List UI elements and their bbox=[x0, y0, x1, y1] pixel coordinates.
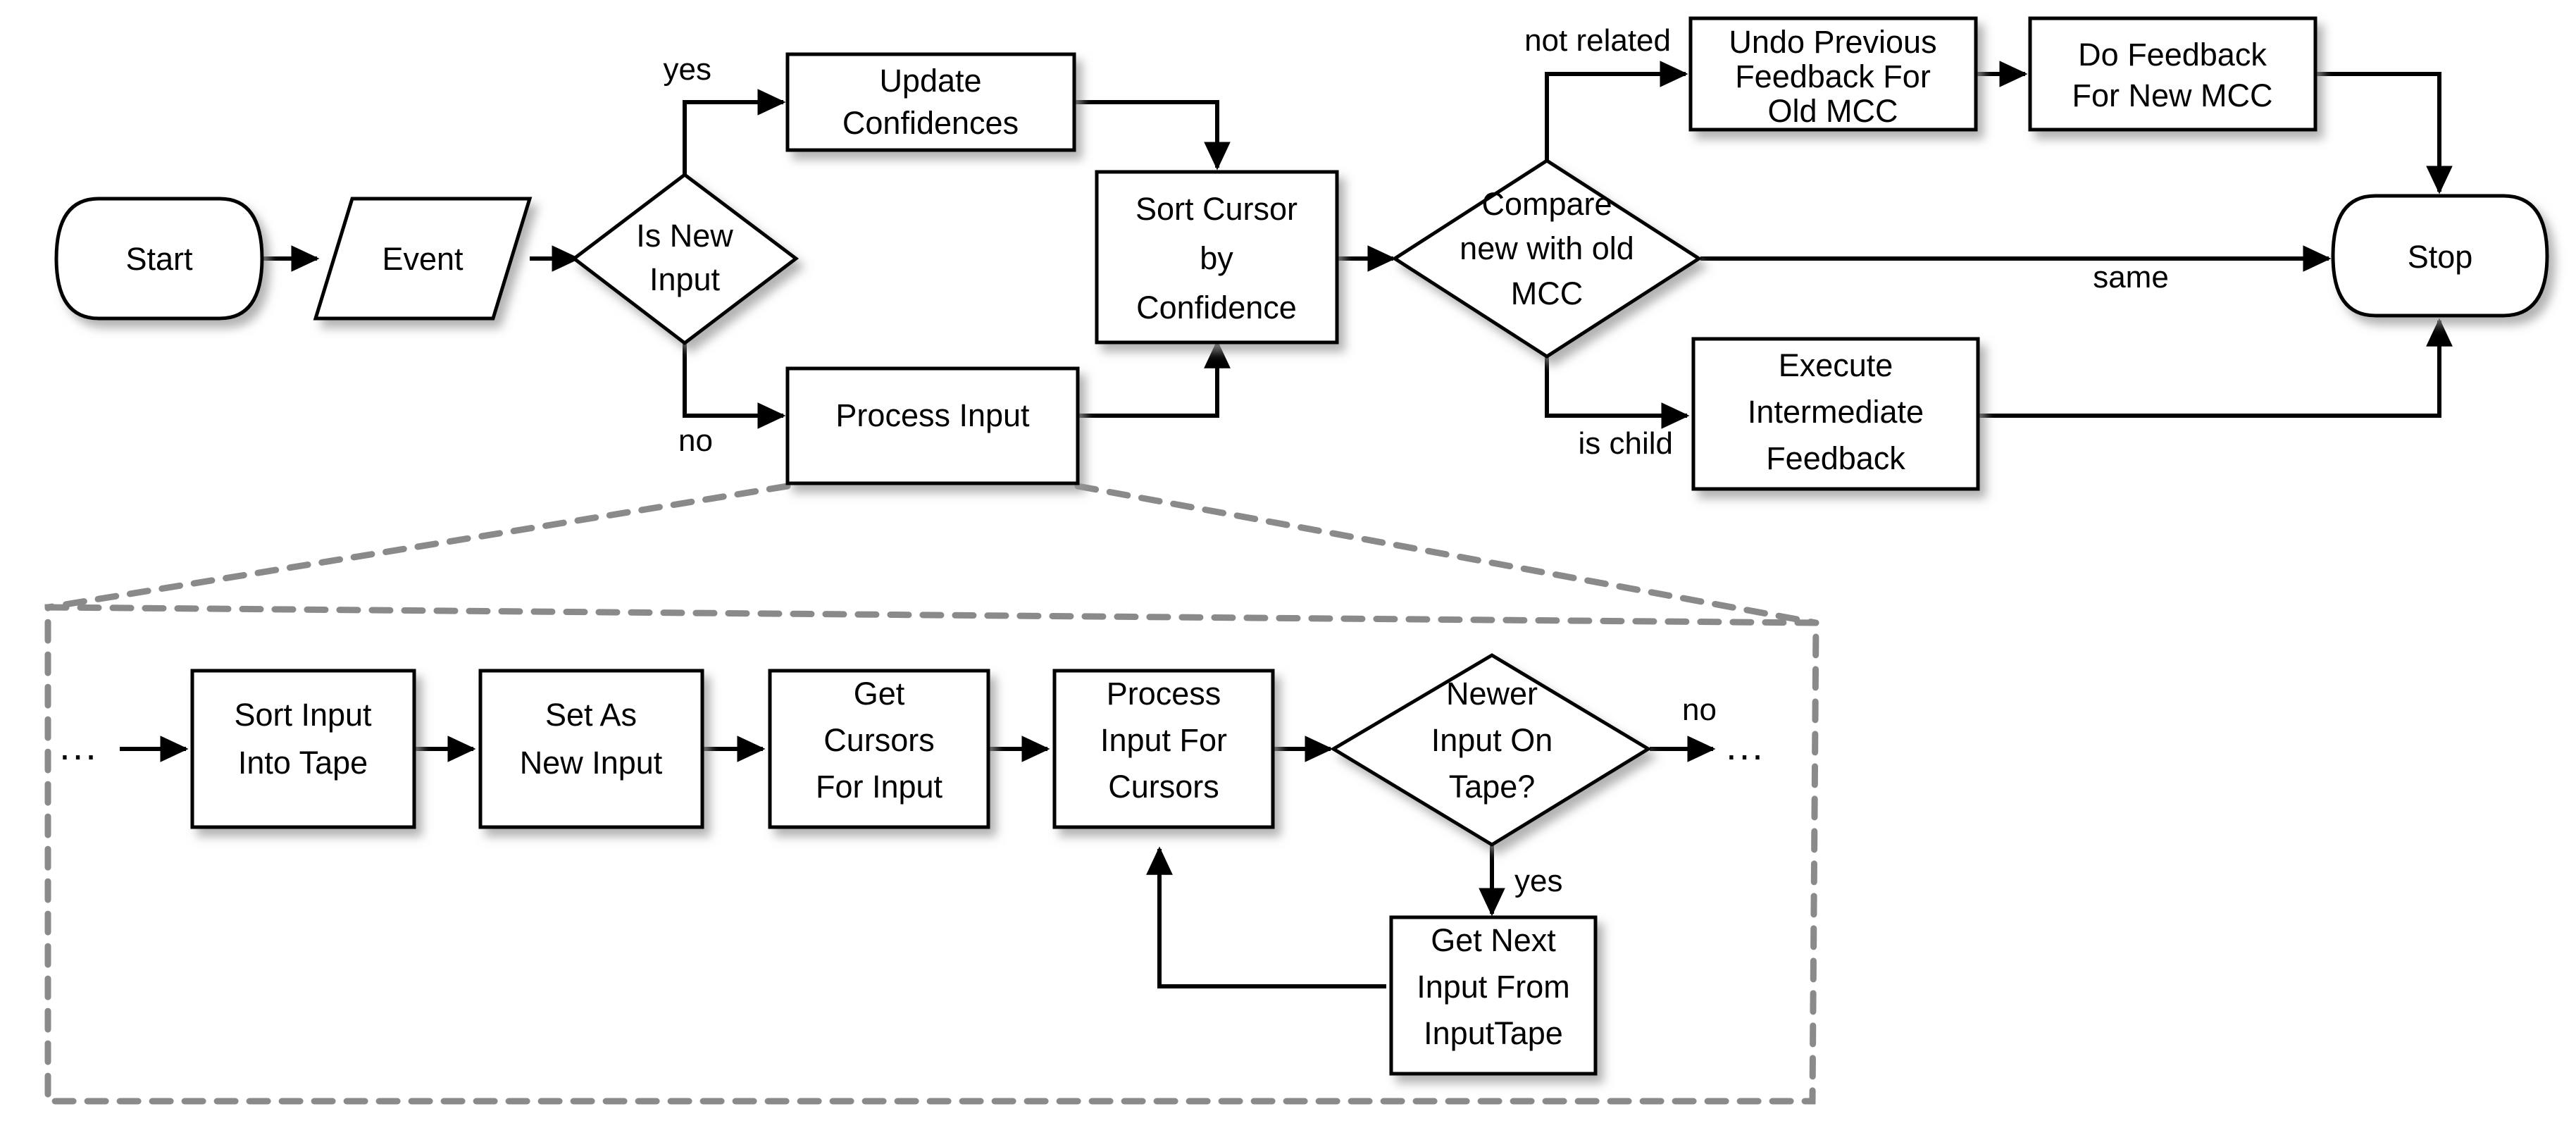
node-undo-previous-feedback-label-line-3: Old MCC bbox=[1767, 93, 1898, 129]
edge-label-not-related: not related bbox=[1524, 23, 1671, 58]
edge-update-confidences-to-sort-cursor bbox=[1074, 100, 1231, 170]
detail-panel-labels: ... ... no yes bbox=[59, 693, 1765, 898]
edge-execute-intermediate-to-stop bbox=[1978, 318, 2453, 418]
node-compare-mcc-label-line-2: new with old bbox=[1460, 230, 1634, 266]
node-get-cursors-for-input-label-line-1: Get bbox=[854, 676, 905, 712]
node-get-next-input-from-inputtape[interactable]: Get Next Input From InputTape bbox=[1389, 915, 1598, 1076]
node-is-new-input[interactable]: Is New Input bbox=[571, 172, 799, 346]
edge-compare-not-related bbox=[1545, 61, 1688, 172]
node-sort-cursor[interactable]: Sort Cursor by Confidence bbox=[1095, 170, 1339, 345]
node-sort-input-into-tape-label-line-2: Into Tape bbox=[238, 745, 368, 781]
node-update-confidences-label-line-1: Update bbox=[879, 63, 981, 99]
node-newer-input-on-tape-label-line-2: Input On bbox=[1431, 722, 1553, 758]
node-start[interactable]: Start bbox=[54, 197, 264, 321]
detail-panel-border bbox=[44, 604, 1819, 1105]
detail-exit-ellipsis: ... bbox=[1726, 724, 1765, 768]
node-get-cursors-for-input-label-line-3: For Input bbox=[816, 769, 943, 805]
node-process-input-for-cursors-label-line-2: Input For bbox=[1100, 722, 1227, 758]
node-compare-mcc-label-line-3: MCC bbox=[1511, 275, 1583, 311]
node-newer-input-on-tape-label-line-1: Newer bbox=[1446, 676, 1538, 712]
node-execute-intermediate-feedback-label-line-2: Intermediate bbox=[1748, 394, 1924, 430]
node-sort-cursor-label-line-3: Confidence bbox=[1136, 290, 1297, 325]
node-get-next-input-label-line-3: InputTape bbox=[1424, 1015, 1563, 1051]
node-process-input-label: Process Input bbox=[835, 397, 1030, 433]
detail-edge-label-yes: yes bbox=[1514, 864, 1562, 898]
node-stop[interactable]: Stop bbox=[2331, 194, 2549, 318]
edge-label-no: no bbox=[678, 423, 713, 458]
node-do-feedback-new-mcc-label-line-1: Do Feedback bbox=[2078, 37, 2267, 73]
edge-do-feedback-to-stop bbox=[2315, 72, 2453, 194]
main-flow-edge-labels: yes no not related same is child bbox=[664, 23, 2169, 461]
node-undo-previous-feedback[interactable]: Undo Previous Feedback For Old MCC bbox=[1688, 16, 1978, 132]
edge-process-input-to-sort-cursor bbox=[1078, 340, 1231, 418]
node-is-new-input-label-line-1: Is New bbox=[636, 218, 733, 254]
node-compare-mcc[interactable]: Compare new with old MCC bbox=[1391, 159, 1703, 359]
node-process-input-for-cursors-label-line-3: Cursors bbox=[1108, 769, 1219, 805]
node-process-input-for-cursors-label-line-1: Process bbox=[1107, 676, 1221, 712]
node-set-as-new-input-label-line-1: Set As bbox=[545, 697, 637, 733]
node-undo-previous-feedback-label-line-1: Undo Previous bbox=[1729, 24, 1936, 60]
edge-get-next-input-to-process-input-for-cursors bbox=[1146, 846, 1386, 988]
node-sort-cursor-label-line-1: Sort Cursor bbox=[1135, 191, 1298, 227]
edge-is-new-input-yes bbox=[683, 89, 786, 175]
node-update-confidences[interactable]: Update Confidences bbox=[785, 52, 1076, 152]
node-update-confidences-label-line-2: Confidences bbox=[842, 105, 1019, 141]
node-execute-intermediate-feedback[interactable]: Execute Intermediate Feedback bbox=[1691, 337, 1980, 491]
edge-label-is-child: is child bbox=[1579, 426, 1674, 461]
callout-line-right bbox=[1074, 483, 1819, 626]
node-sort-input-into-tape[interactable]: Sort Input Into Tape bbox=[190, 669, 416, 829]
node-newer-input-on-tape[interactable]: Newer Input On Tape? bbox=[1330, 653, 1652, 847]
edge-compare-is-child bbox=[1545, 345, 1690, 429]
edge-label-yes: yes bbox=[664, 52, 711, 87]
node-is-new-input-label-line-2: Input bbox=[649, 261, 721, 297]
node-get-cursors-for-input-label-line-2: Cursors bbox=[823, 722, 935, 758]
detail-edge-label-no: no bbox=[1682, 693, 1717, 727]
node-newer-input-on-tape-label-line-3: Tape? bbox=[1449, 769, 1536, 805]
node-stop-label: Stop bbox=[2408, 239, 2473, 275]
detail-panel-connectors bbox=[120, 736, 1716, 988]
node-event[interactable]: Event bbox=[313, 197, 533, 321]
detail-entry-ellipsis: ... bbox=[59, 724, 99, 768]
main-flow-connectors bbox=[262, 61, 2453, 429]
node-do-feedback-new-mcc-label-line-2: For New MCC bbox=[2072, 77, 2272, 113]
node-start-label: Start bbox=[125, 241, 193, 277]
node-execute-intermediate-feedback-label-line-1: Execute bbox=[1779, 347, 1893, 383]
detail-panel-callout bbox=[44, 483, 1819, 1105]
edge-label-same: same bbox=[2093, 260, 2169, 294]
node-event-label: Event bbox=[382, 241, 463, 277]
node-get-next-input-label-line-2: Input From bbox=[1417, 969, 1570, 1005]
node-execute-intermediate-feedback-label-line-3: Feedback bbox=[1766, 440, 1905, 476]
node-process-input[interactable]: Process Input bbox=[785, 366, 1080, 485]
node-sort-cursor-label-line-2: by bbox=[1200, 240, 1233, 276]
node-process-input-for-cursors[interactable]: Process Input For Cursors bbox=[1052, 669, 1275, 829]
edge-is-new-input-no bbox=[683, 343, 786, 429]
node-set-as-new-input-label-line-2: New Input bbox=[520, 745, 663, 781]
node-sort-input-into-tape-label-line-1: Sort Input bbox=[234, 697, 372, 733]
node-compare-mcc-label-line-1: Compare bbox=[1481, 186, 1612, 222]
node-set-as-new-input[interactable]: Set As New Input bbox=[478, 669, 704, 829]
node-undo-previous-feedback-label-line-2: Feedback For bbox=[1735, 58, 1931, 94]
node-do-feedback-new-mcc[interactable]: Do Feedback For New MCC bbox=[2028, 16, 2317, 132]
node-get-cursors-for-input[interactable]: Get Cursors For Input bbox=[768, 669, 990, 829]
callout-line-left bbox=[44, 483, 791, 611]
node-get-next-input-label-line-1: Get Next bbox=[1431, 922, 1556, 958]
